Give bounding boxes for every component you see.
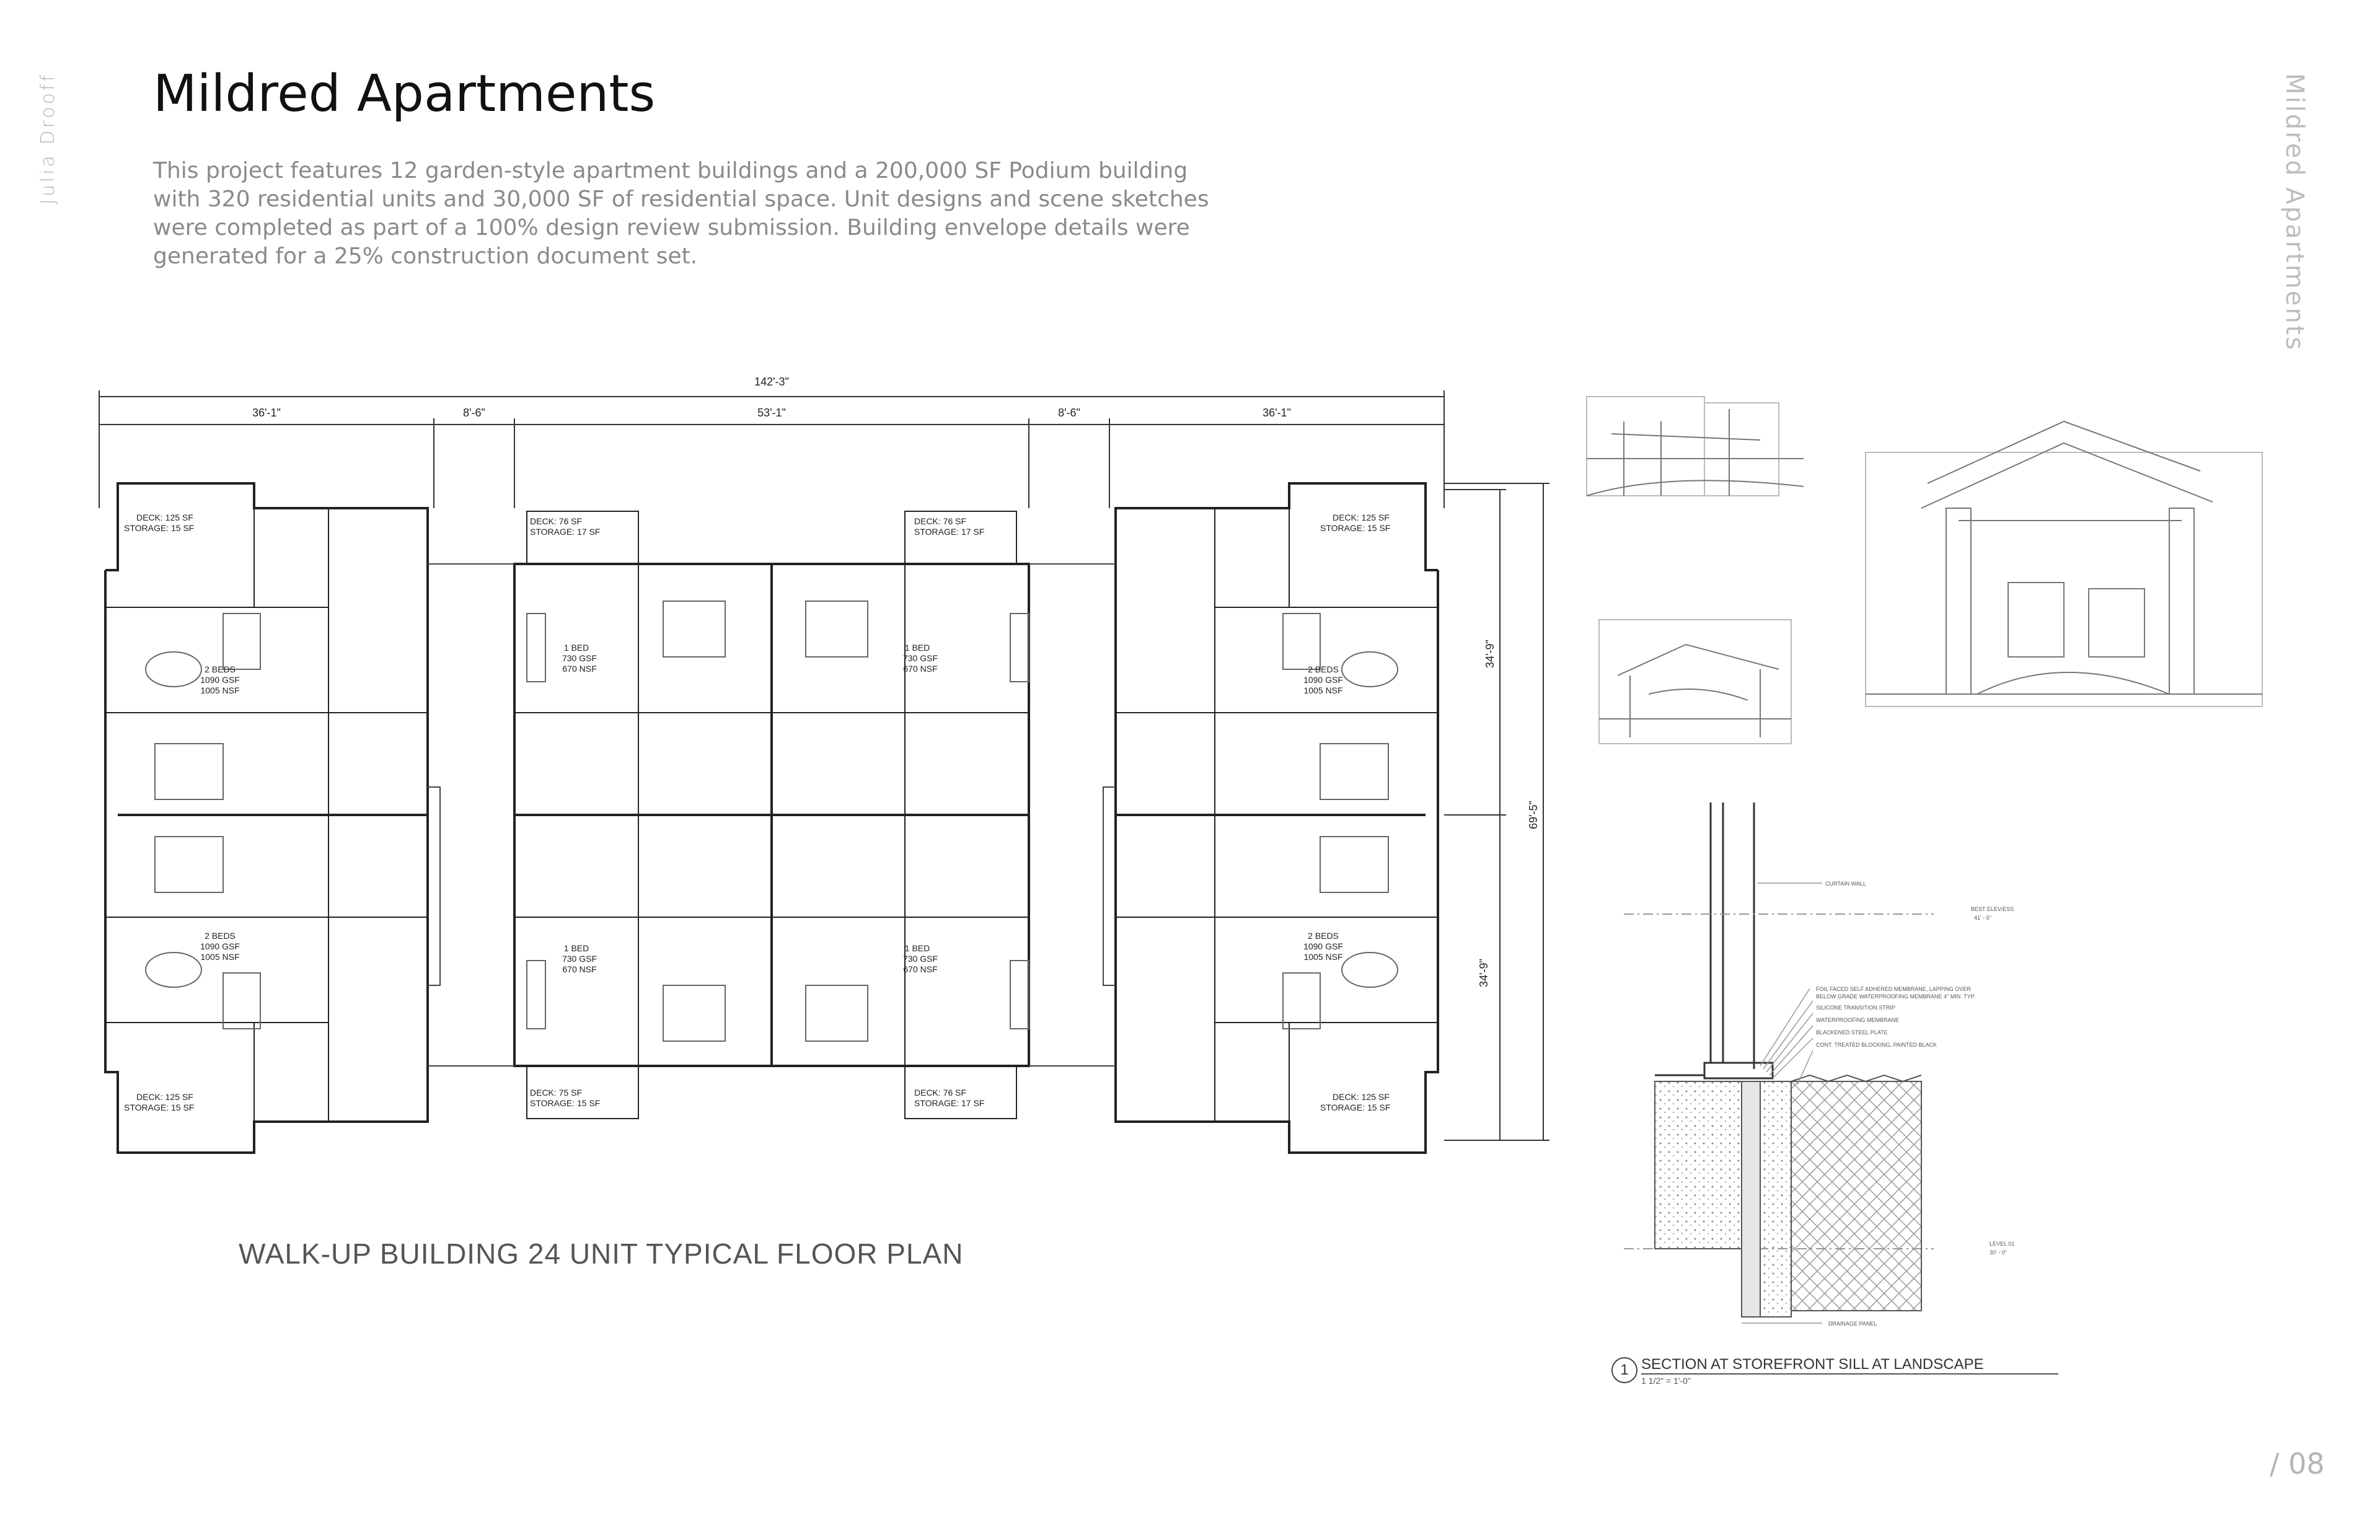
unit-label: 730 GSF — [903, 653, 938, 663]
note-level-value: 30' - 0" — [1990, 1249, 2007, 1256]
deck-label: DECK: 125 SF — [136, 1092, 193, 1102]
note-blocking: CONT. TREATED BLOCKING, PAINTED BLACK — [1816, 1042, 1937, 1048]
dim-gap-right: 8'-6" — [1058, 407, 1080, 419]
note-curtain-wall: CURTAIN WALL — [1825, 881, 1866, 887]
unit-label: 670 NSF — [562, 964, 596, 974]
side-project-label: Mildred Apartments — [2280, 73, 2309, 352]
deck-label: STORAGE: 17 SF — [530, 527, 600, 537]
page-number: / 08 — [2270, 1447, 2325, 1481]
scene-sketches — [1574, 384, 2275, 762]
deck-label: DECK: 125 SF — [1333, 1092, 1390, 1102]
note-drainage: DRAINAGE PANEL — [1828, 1321, 1877, 1327]
dim-left: 36'-1" — [252, 407, 281, 419]
unit-label: 730 GSF — [562, 954, 597, 964]
unit-label: 1090 GSF — [1303, 675, 1343, 685]
note-steel-plate: BLACKENED STEEL PLATE — [1816, 1029, 1888, 1036]
deck-label: DECK: 76 SF — [530, 516, 582, 526]
scene-sketches-drawing — [1586, 396, 2263, 744]
deck-label: STORAGE: 15 SF — [124, 1102, 194, 1112]
note-waterproofing: WATERPROOFING MEMBRANE — [1816, 1017, 1899, 1023]
section-caption: 1 SECTION AT STOREFRONT SILL AT LANDSCAP… — [1611, 1356, 2058, 1386]
unit-label: 1090 GSF — [200, 941, 240, 951]
unit-label: 1 BED — [564, 643, 589, 653]
unit-label: 670 NSF — [903, 964, 937, 974]
dim-depth-lower: 34'-9" — [1478, 959, 1490, 987]
unit-label: 2 BEDS — [1308, 931, 1339, 941]
unit-label: 1005 NSF — [1303, 952, 1342, 962]
section-detail: CURTAIN WALL BEST ELEV/ESS 41' - 5" FOIL… — [1624, 803, 2039, 1335]
section-detail-drawing: CURTAIN WALL BEST ELEV/ESS 41' - 5" FOIL… — [1624, 803, 2014, 1327]
unit-label: 2 BEDS — [205, 931, 236, 941]
unit-label: 2 BEDS — [1308, 664, 1339, 674]
unit-label: 730 GSF — [903, 954, 938, 964]
dim-depth-total: 69'-5" — [1527, 801, 1540, 829]
deck-label: DECK: 75 SF — [530, 1088, 582, 1098]
side-author-label: Julia Drooff — [37, 72, 59, 205]
deck-label: STORAGE: 15 SF — [1320, 523, 1390, 533]
deck-label: STORAGE: 15 SF — [530, 1098, 600, 1108]
unit-label: 730 GSF — [562, 653, 597, 663]
deck-label: DECK: 76 SF — [914, 516, 966, 526]
deck-label: DECK: 125 SF — [136, 513, 193, 522]
note-membrane-2: BELOW GRADE WATERPROOFING MEMBRANE 4" MI… — [1816, 993, 1975, 1000]
unit-label: 1005 NSF — [200, 952, 239, 962]
note-best-elev: BEST ELEV/ESS — [1971, 906, 2014, 912]
plan-caption: WALK-UP BUILDING 24 UNIT TYPICAL FLOOR P… — [239, 1238, 964, 1270]
intro-paragraph: This project features 12 garden-style ap… — [153, 158, 1209, 269]
deck-label: DECK: 76 SF — [914, 1088, 966, 1098]
floor-plan-drawing: 142'-3" 36'-1" 8'-6" 53'-1" 8'-6" 36'-1"… — [99, 376, 1549, 1154]
unit-label: 2 BEDS — [205, 664, 236, 674]
unit-label: 670 NSF — [562, 664, 596, 674]
section-number-badge: 1 — [1611, 1357, 1637, 1383]
deck-label: STORAGE: 17 SF — [914, 527, 984, 537]
unit-label: 1 BED — [905, 943, 930, 953]
deck-label: DECK: 125 SF — [1333, 513, 1390, 522]
floor-plan: 142'-3" 36'-1" 8'-6" 53'-1" 8'-6" 36'-1"… — [81, 366, 1556, 1171]
unit-label: 1090 GSF — [200, 675, 240, 685]
note-level: LEVEL 01 — [1990, 1241, 2014, 1247]
dim-center: 53'-1" — [757, 407, 786, 419]
sketch-street-view — [1586, 396, 1804, 496]
deck-label: STORAGE: 15 SF — [124, 523, 194, 533]
unit-label: 1005 NSF — [1303, 685, 1342, 695]
dim-gap-left: 8'-6" — [463, 407, 485, 419]
unit-label: 670 NSF — [903, 664, 937, 674]
sketch-pavilion — [1598, 619, 1792, 744]
sketch-entry-gate — [1865, 420, 2263, 707]
unit-label: 1 BED — [564, 943, 589, 953]
dim-overall: 142'-3" — [754, 376, 789, 388]
unit-label: 1005 NSF — [200, 685, 239, 695]
section-scale: 1 1/2" = 1'-0" — [1641, 1376, 1691, 1386]
unit-label: 1 BED — [905, 643, 930, 653]
page-title: Mildred Apartments — [153, 64, 656, 123]
deck-label: STORAGE: 15 SF — [1320, 1102, 1390, 1112]
note-best-elev-value: 41' - 5" — [1974, 915, 1991, 921]
note-membrane-1: FOIL FACED SELF ADHERED MEMBRANE, LAPPIN… — [1816, 986, 1971, 992]
dim-right: 36'-1" — [1263, 407, 1291, 419]
section-title: SECTION AT STOREFRONT SILL AT LANDSCAPE — [1641, 1356, 2058, 1375]
note-silicone: SILICONE TRANSITION STRIP — [1816, 1005, 1895, 1011]
unit-label: 1090 GSF — [1303, 941, 1343, 951]
deck-label: STORAGE: 17 SF — [914, 1098, 984, 1108]
dim-depth-upper: 34'-9" — [1484, 640, 1496, 668]
